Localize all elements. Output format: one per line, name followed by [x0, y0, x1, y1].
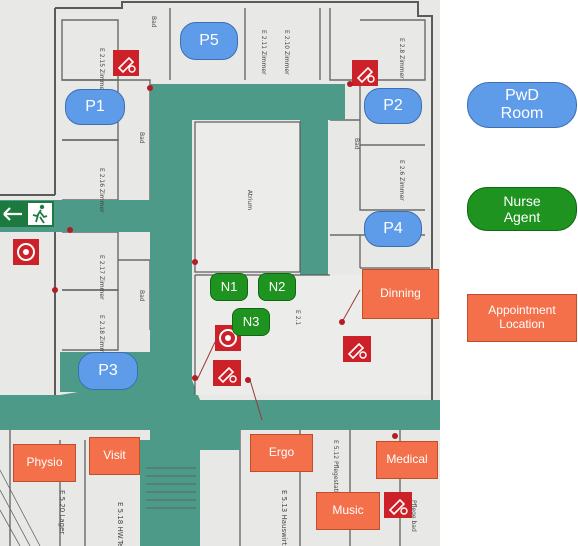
- svg-text:Bad: Bad: [353, 138, 360, 150]
- svg-text:E 5.13 Hauswirtung: E 5.13 Hauswirtung: [280, 490, 288, 546]
- fire-extinguisher-icon: [352, 60, 378, 86]
- svg-text:Bad: Bad: [150, 16, 157, 28]
- svg-text:Bad: Bad: [138, 132, 145, 144]
- pwd-room-p5[interactable]: P5: [180, 22, 238, 60]
- appointment-ergo[interactable]: Ergo: [250, 434, 313, 472]
- svg-text:E 2.8 Zimmer: E 2.8 Zimmer: [398, 38, 405, 79]
- appointment-visit[interactable]: Visit: [89, 437, 140, 475]
- svg-text:E 5.18 HW.Technik: E 5.18 HW.Technik: [116, 502, 124, 546]
- fire-alarm-icon: [13, 239, 39, 265]
- svg-text:E 2.17 Zimmer: E 2.17 Zimmer: [98, 255, 105, 300]
- appointment-medical[interactable]: Medical: [376, 441, 438, 479]
- svg-text:Bad: Bad: [138, 290, 145, 302]
- appointment-music[interactable]: Music: [316, 492, 380, 530]
- svg-text:E 5.20 Lager: E 5.20 Lager: [58, 490, 66, 534]
- svg-text:E 2.18 Zimmer: E 2.18 Zimmer: [98, 315, 105, 360]
- legend-appointment-location: Appointment Location: [467, 294, 577, 342]
- emergency-exit-icon: [0, 201, 54, 227]
- svg-text:E 2.10 Zimmer: E 2.10 Zimmer: [283, 30, 290, 75]
- pwd-room-p4[interactable]: P4: [364, 211, 422, 247]
- fire-extinguisher-icon: [113, 50, 139, 76]
- svg-text:E 2.1: E 2.1: [294, 310, 301, 325]
- svg-text:E 2.16 Zimmer: E 2.16 Zimmer: [98, 168, 105, 213]
- svg-text:E 2.11 Zimmer: E 2.11 Zimmer: [260, 30, 267, 75]
- fire-alarm-icons: [13, 239, 241, 351]
- svg-text:Pflege bad: Pflege bad: [410, 500, 417, 532]
- stairs: [146, 467, 196, 509]
- pwd-room-p1[interactable]: P1: [65, 89, 125, 125]
- svg-text:E 2.6 Zimmer: E 2.6 Zimmer: [398, 160, 405, 201]
- fire-extinguisher-icon: [213, 360, 241, 386]
- atrium-label: Atrium: [246, 190, 253, 210]
- appointment-dinning[interactable]: Dinning: [362, 269, 439, 319]
- svg-text:E 5.12 Pflegestation: E 5.12 Pflegestation: [332, 440, 339, 500]
- nurse-agent-n3[interactable]: N3: [232, 308, 270, 336]
- svg-text:E 2.15 Zimmer: E 2.15 Zimmer: [98, 48, 105, 93]
- pwd-room-p3[interactable]: P3: [78, 352, 138, 390]
- legend-pwd-room: PwD Room: [467, 82, 577, 128]
- nurse-agent-n2[interactable]: N2: [258, 273, 296, 301]
- atrium: [194, 121, 301, 273]
- pwd-room-p2[interactable]: P2: [364, 88, 422, 124]
- nurse-agent-n1[interactable]: N1: [210, 273, 248, 301]
- fire-extinguisher-icons: [113, 50, 412, 518]
- appointment-physio[interactable]: Physio: [13, 444, 76, 482]
- connector-lines: [196, 289, 361, 421]
- connector-dots: [52, 81, 398, 439]
- fire-extinguisher-icon: [343, 336, 371, 362]
- fire-extinguisher-icon: [384, 492, 412, 518]
- legend-nurse-agent: Nurse Agent: [467, 187, 577, 231]
- hatching: [0, 469, 41, 546]
- room-print-labels: E 2.15 Zimmer E 2.16 Zimmer E 2.17 Zimme…: [58, 16, 417, 546]
